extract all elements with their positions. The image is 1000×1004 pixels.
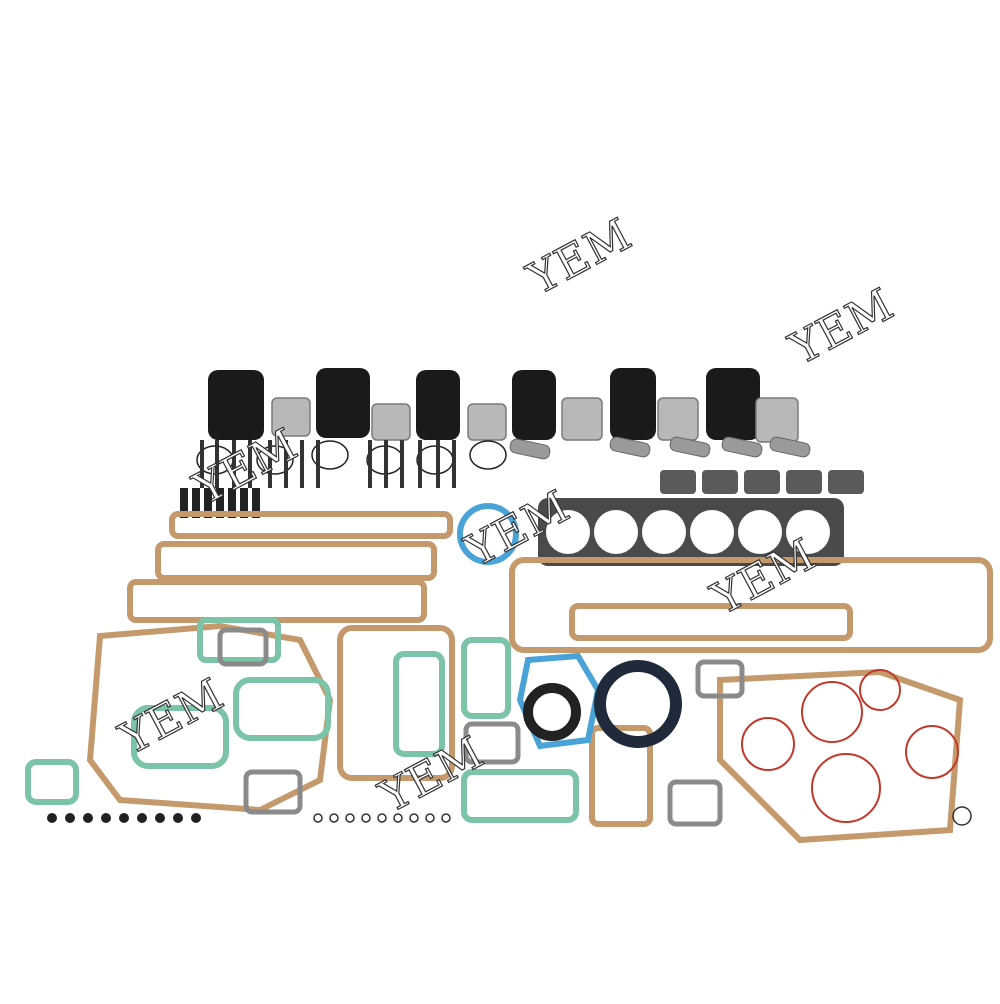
blue-gaskets: [457, 503, 602, 750]
cylinder-liner: [416, 370, 460, 440]
metal-gaskets: [217, 627, 745, 827]
piston: [467, 403, 507, 441]
oil-seals: [523, 660, 682, 748]
seal-rings: [741, 669, 959, 823]
wrist-pins: [509, 436, 811, 460]
cylinder-liner: [316, 368, 370, 438]
piston: [755, 397, 799, 443]
pistons: [271, 397, 799, 443]
cylinder-liner: [512, 370, 556, 440]
piston: [371, 403, 411, 441]
valves: [200, 440, 456, 488]
cylinder-liner: [208, 370, 264, 440]
piston: [657, 397, 699, 441]
valve-stem-seals: [47, 813, 201, 823]
small-o-rings: [313, 806, 972, 826]
cylinder-liner: [706, 368, 760, 440]
cylinder-liners: [208, 368, 760, 440]
cylinder-head-gasket: [538, 498, 844, 566]
paper-gaskets: [86, 511, 993, 844]
green-gaskets: [25, 617, 579, 823]
cylinder-liner: [610, 368, 656, 440]
piston: [561, 397, 603, 441]
piston: [271, 397, 311, 437]
bearing-shells: [660, 470, 864, 494]
valve-guides: [180, 488, 260, 518]
